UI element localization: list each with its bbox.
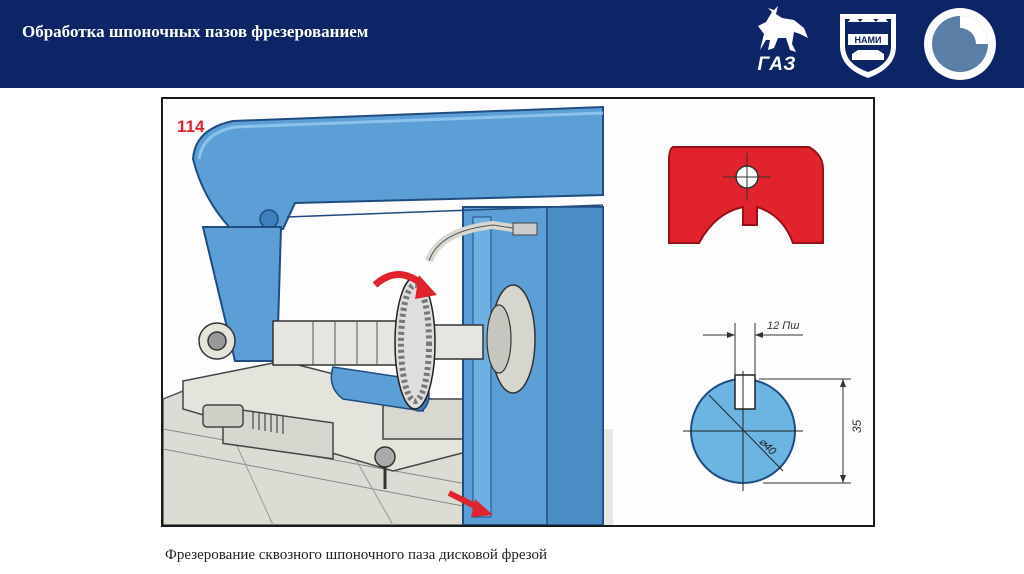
deer-icon — [758, 6, 808, 52]
figure-caption: Фрезерование сквозного шпоночного паза д… — [165, 547, 548, 563]
machine-overarm — [191, 105, 604, 230]
milling-illustration: 12 Пш ⌀40 35 — [163, 105, 864, 525]
depth-label: 35 — [850, 419, 864, 433]
gaz-logo-text: ГАЗ — [757, 54, 797, 75]
keyway-profile — [734, 374, 756, 410]
shield-icon: НАМИ — [840, 14, 896, 78]
circle-logo-icon — [924, 8, 996, 80]
slot-width-label: 12 Пш — [767, 320, 799, 332]
arbor — [272, 320, 407, 366]
red-section-profile — [668, 146, 824, 244]
slide-title: Обработка шпоночных пазов фрезерованием — [22, 22, 369, 41]
figure-number: 114 — [177, 117, 205, 136]
round-logo — [922, 6, 998, 82]
slide-header: Обработка шпоночных пазов фрезерованием … — [0, 0, 1024, 88]
nami-logo-text: НАМИ — [855, 35, 882, 45]
nami-logo: НАМИ — [834, 8, 902, 80]
gaz-logo: ГАЗ — [738, 4, 816, 84]
